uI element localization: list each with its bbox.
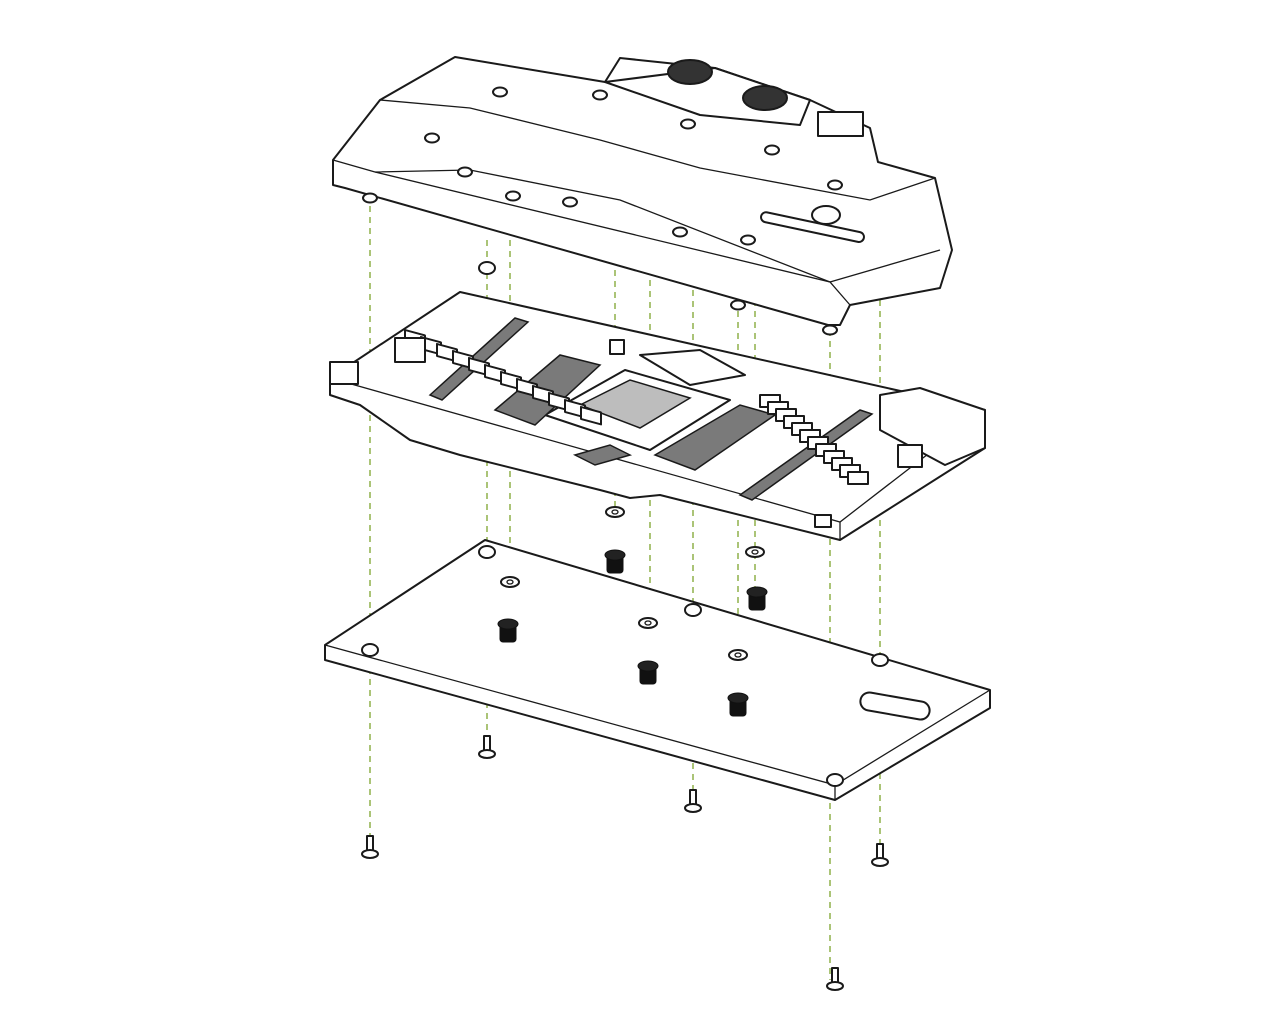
screw-icon <box>871 843 889 867</box>
screw-head-icon <box>672 226 688 238</box>
bushing-icon <box>746 586 768 611</box>
port-fitting <box>742 85 788 111</box>
screw-head-icon <box>424 132 440 144</box>
nut-icon <box>478 545 496 559</box>
standoff <box>730 299 746 311</box>
capacitor <box>897 444 923 468</box>
hardware <box>361 261 889 991</box>
screw-head-icon <box>562 196 578 208</box>
screw-head-icon <box>457 166 473 178</box>
screw-head-icon <box>592 89 608 101</box>
nut-icon <box>684 603 702 617</box>
backplate <box>324 539 991 801</box>
memory-chip <box>572 444 633 466</box>
screw-icon <box>684 789 702 813</box>
gpu-die <box>578 379 692 429</box>
logo-badge <box>811 205 841 225</box>
nut-icon <box>826 773 844 787</box>
component <box>609 339 625 355</box>
backplate-slot <box>859 691 931 721</box>
bushing-icon <box>637 660 659 685</box>
terminal-window <box>817 111 864 137</box>
screw-icon <box>361 835 379 859</box>
power-connector <box>394 337 426 363</box>
nut-icon <box>361 643 379 657</box>
nut-icon <box>478 261 496 275</box>
washer-icon <box>638 617 658 629</box>
nut-icon <box>871 653 889 667</box>
graphics-card-pcb <box>329 291 986 541</box>
vrm-component <box>847 471 869 485</box>
capacitor <box>329 361 359 385</box>
screw-icon <box>826 967 844 991</box>
standoff <box>362 192 378 204</box>
bushing-icon <box>727 692 749 717</box>
washer-icon <box>500 576 520 588</box>
screw-head-icon <box>492 86 508 98</box>
water-block <box>332 56 953 336</box>
standoff <box>822 324 838 336</box>
washer-icon <box>745 546 765 558</box>
screw-head-icon <box>740 234 756 246</box>
screw-head-icon <box>827 179 843 191</box>
screw-head-icon <box>680 118 696 130</box>
bushing-icon <box>604 549 626 574</box>
port-fitting <box>667 59 713 85</box>
washer-icon <box>728 649 748 661</box>
nameplate <box>760 211 865 243</box>
screw-head-icon <box>505 190 521 202</box>
screw-head-icon <box>764 144 780 156</box>
component <box>814 514 832 528</box>
vrm-component <box>580 405 602 426</box>
washer-icon <box>605 506 625 518</box>
screw-icon <box>478 735 496 759</box>
memory-chip <box>428 317 530 401</box>
bushing-icon <box>497 618 519 643</box>
